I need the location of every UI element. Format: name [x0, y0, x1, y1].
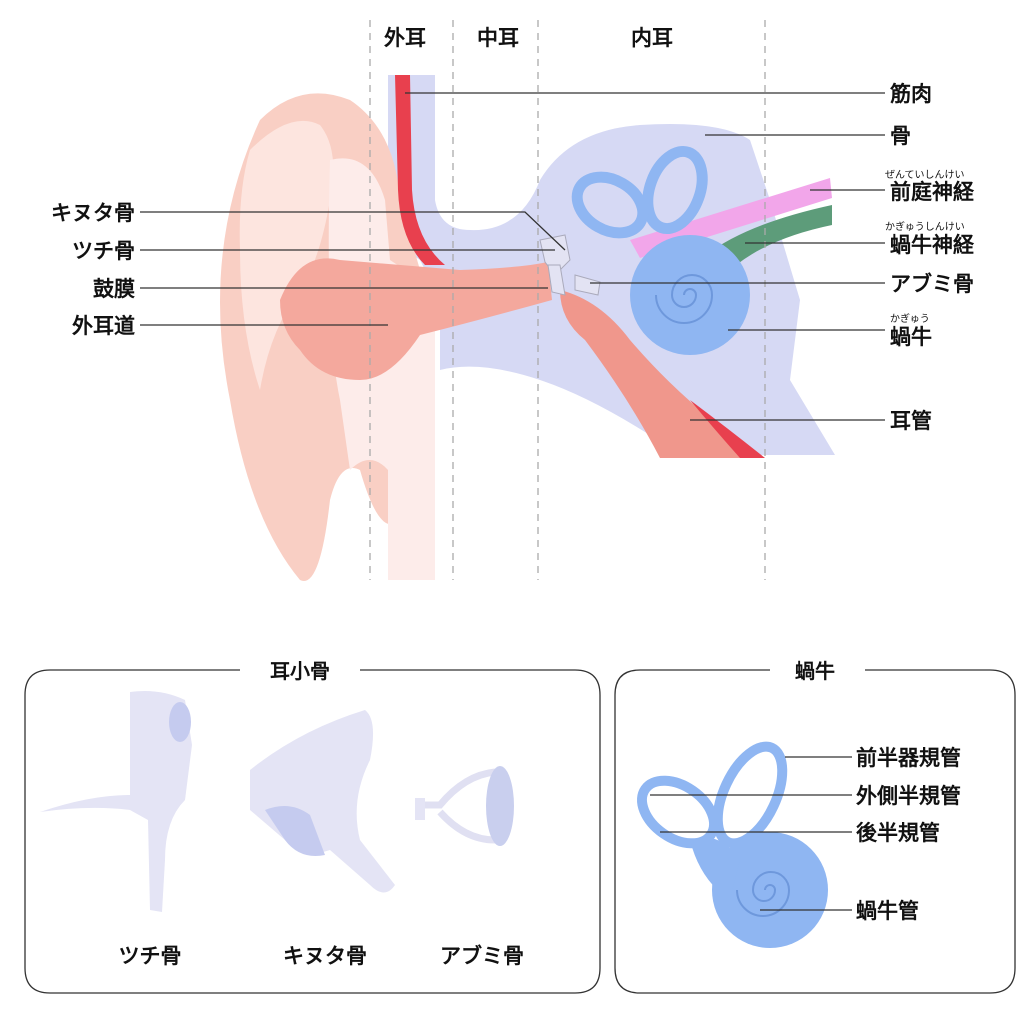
label-eustachian-tube: 耳管 [890, 409, 932, 433]
label-eardrum: 鼓膜 [93, 277, 135, 301]
incus-shape [250, 710, 395, 893]
leader-line [140, 211, 566, 251]
semicircular-canals-panel [636, 741, 788, 849]
region-inner-ear: 内耳 [631, 26, 673, 50]
semicircular-canals [571, 145, 708, 239]
label-incus-panel: キヌタ骨 [283, 944, 367, 968]
label-muscle: 筋肉 [889, 82, 932, 106]
label-bone: 骨 [890, 124, 911, 148]
label-malleus-panel: ツチ骨 [119, 944, 182, 968]
label-ear-canal: 外耳道 [72, 314, 135, 338]
cochlea-panel-spiral [736, 871, 791, 917]
temporal-bone [388, 75, 835, 455]
label-stapes: アブミ骨 [890, 272, 974, 296]
cochlea-panel-shape [712, 832, 828, 948]
ear-canal [280, 258, 552, 380]
label-cochlear-duct: 蝸牛管 [856, 899, 919, 923]
stapes-head [415, 798, 425, 820]
stapes-shape [420, 768, 496, 844]
ruby-cochlea: かぎゅう [890, 312, 930, 325]
eustachian-tube-red [690, 400, 765, 458]
label-malleus: ツチ骨 [72, 239, 135, 263]
ruby-vestibular-nerve: ぜんていしんけい [885, 169, 965, 181]
cochlea-panel: 蝸牛 前半器規管 外側半規管 後半規管 蝸牛管 [614, 659, 1016, 994]
label-posterior-canal: 後半規管 [856, 821, 940, 845]
region-middle-ear: 中耳 [477, 26, 519, 50]
cochlea [630, 235, 750, 355]
stapes-footplate [486, 766, 514, 846]
label-lateral-canal: 外側半規管 [856, 784, 961, 808]
vestibule [690, 837, 740, 900]
ossicles-panel-title: 耳小骨 [270, 659, 330, 683]
muscle [395, 75, 445, 265]
label-incus: キヌタ骨 [51, 201, 135, 225]
label-vestibular-nerve: 前庭神経 [890, 180, 975, 204]
malleus-shape [40, 691, 192, 912]
cochlea-panel-title: 蝸牛 [795, 659, 835, 683]
region-outer-ear: 外耳 [384, 26, 426, 50]
malleus-head [169, 702, 191, 742]
ossicles-panel: 耳小骨 ツチ骨 キヌタ骨 アブミ骨 [24, 659, 601, 994]
cochlea-spiral [655, 274, 714, 324]
label-stapes-panel: アブミ骨 [440, 944, 524, 968]
ruby-cochlear-nerve: かぎゅうしんけい [885, 220, 965, 233]
label-anterior-canal: 前半器規管 [856, 746, 961, 770]
label-cochlear-nerve: 蝸牛神経 [890, 233, 975, 257]
ossicles [539, 234, 601, 296]
incus-shade [265, 806, 325, 856]
label-cochlea: 蝸牛 [890, 325, 932, 349]
pinna-inner [239, 120, 334, 390]
eustachian-tube [560, 290, 765, 458]
